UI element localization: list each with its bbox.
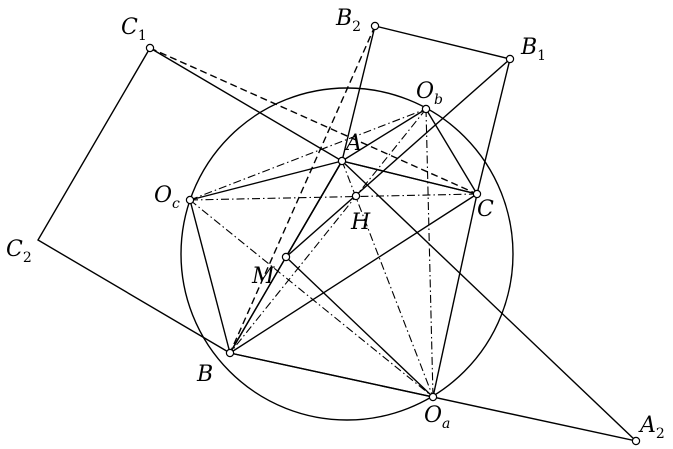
label-c1: C1: [121, 15, 147, 44]
point-b1: [505, 54, 515, 64]
segment-c-a2: [341, 160, 637, 442]
point-h: [351, 191, 361, 201]
label-ob: Ob: [416, 79, 443, 108]
label-b1: B1: [520, 35, 546, 64]
point-a2: [631, 436, 641, 446]
segment-m-oa: [285, 256, 434, 398]
point-c1: [145, 43, 155, 53]
point-ob: [421, 104, 431, 114]
segment-oa-c: [432, 193, 478, 398]
dashdot-oc-ob: [189, 108, 427, 201]
segment-a-m: [285, 160, 343, 258]
label-oc: Oc: [154, 183, 180, 212]
label-h: H: [350, 210, 371, 235]
point-m: [281, 252, 291, 262]
label-a2: A2: [638, 413, 665, 442]
point-a: [337, 156, 347, 166]
point-c: [472, 189, 482, 199]
label-b: B: [196, 362, 213, 387]
segment-m-b1: [285, 58, 511, 258]
point-oc: [185, 195, 195, 205]
segment-oc-b: [189, 199, 231, 354]
point-oa: [428, 392, 438, 402]
segment-ob-c: [425, 108, 478, 195]
label-c2: C2: [6, 237, 32, 266]
point-b2: [370, 21, 380, 31]
label-c: C: [477, 197, 494, 222]
point-b: [225, 348, 235, 358]
dashdot-ob-oa: [425, 108, 434, 398]
label-a: A: [344, 131, 362, 156]
dashdot-oc-oa: [189, 199, 434, 398]
label-oa: Oa: [424, 403, 450, 432]
label-m: M: [251, 264, 275, 289]
segment-ob-a: [341, 108, 427, 162]
segment-oa-b: [229, 352, 434, 398]
label-b2: B2: [335, 6, 361, 35]
dashdot-a-oa: [341, 160, 434, 398]
dashed-c1-c: [149, 47, 478, 195]
dashed-b2-b: [229, 25, 376, 354]
dashdot-ob-b: [229, 108, 427, 354]
segment-oc-a: [189, 160, 343, 201]
dashdot-oc-c: [189, 193, 478, 201]
